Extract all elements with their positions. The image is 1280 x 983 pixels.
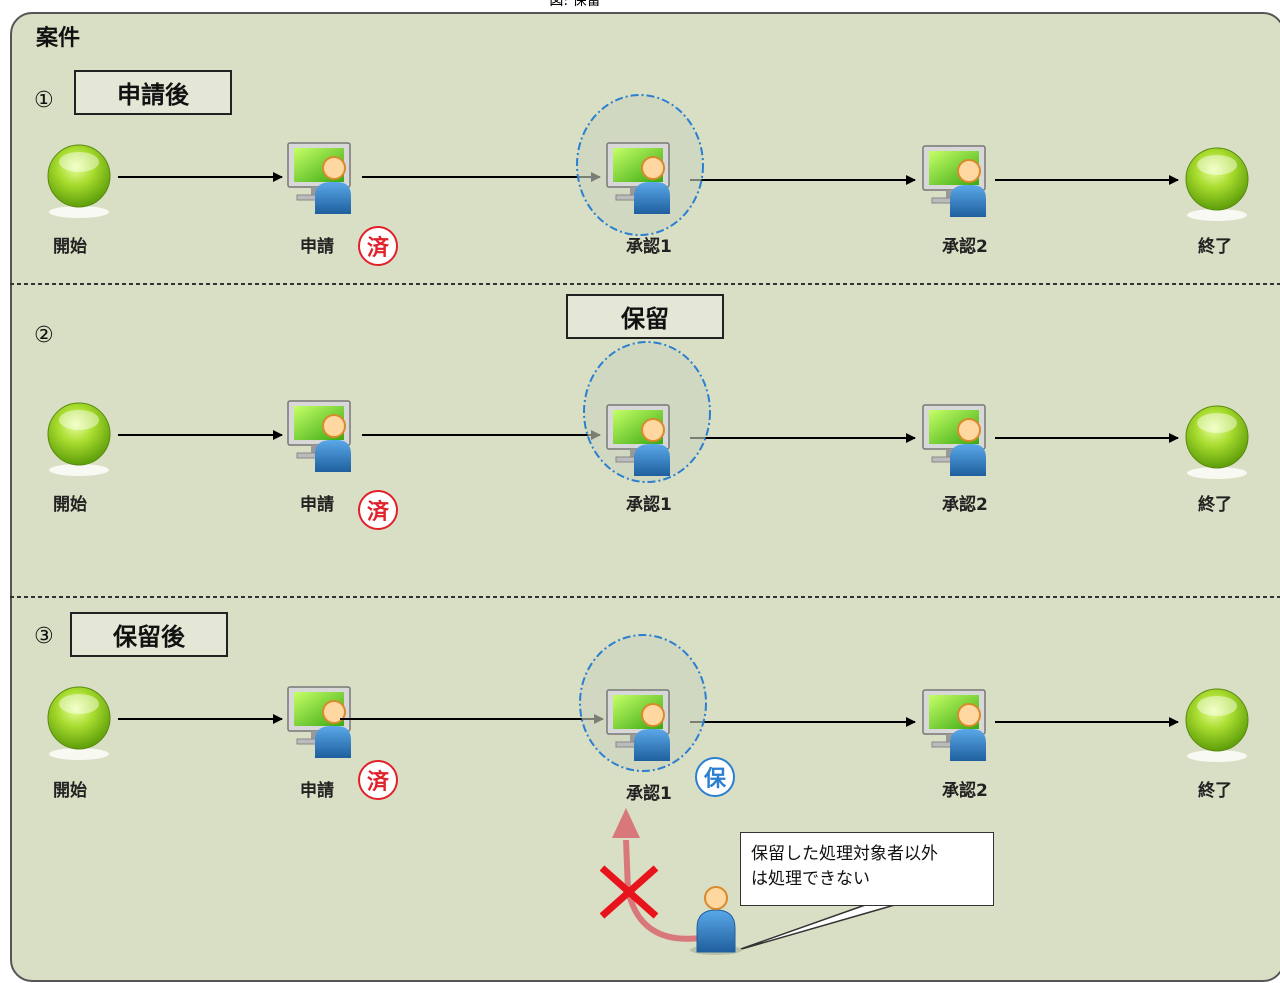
done-stamp: 済 [358, 760, 398, 800]
callout-line-1: 保留した処理対象者以外 [751, 844, 938, 864]
callout-box: 保留した処理対象者以外 は処理できない [740, 832, 994, 906]
step-label-box-1: 申請後 [74, 70, 232, 115]
flow-row-2 [47, 341, 1249, 483]
step-label-box-2: 保留 [566, 294, 724, 339]
end-label: 終了 [1198, 495, 1232, 515]
start-label: 開始 [53, 781, 87, 801]
hold-stamp: 保 [695, 757, 735, 797]
callout-tail [737, 903, 899, 951]
callout-line-2: は処理できない [751, 869, 870, 889]
other-user-icon [690, 886, 742, 955]
step-number-1: ① [34, 88, 54, 113]
end-label: 終了 [1198, 237, 1232, 257]
start-node-icon [47, 402, 111, 477]
apply-station-icon [287, 400, 352, 472]
approve1-label: 承認1 [626, 495, 672, 515]
start-label: 開始 [53, 495, 87, 515]
start-node-icon [47, 144, 111, 219]
panel-title: 案件 [36, 26, 81, 51]
approve2-label: 承認2 [942, 495, 988, 515]
flow-row-1 [47, 94, 1249, 236]
approve1-label: 承認1 [626, 237, 672, 257]
done-stamp: 済 [358, 226, 398, 266]
blocked-arrow-head [612, 808, 640, 838]
figure-caption: 図: 保留 [549, 0, 601, 9]
approve2-label: 承認2 [942, 237, 988, 257]
approve2-station-icon [922, 404, 987, 476]
start-label: 開始 [53, 237, 87, 257]
done-stamp: 済 [358, 490, 398, 530]
approve2-station-icon [922, 689, 987, 761]
approve2-station-icon [922, 145, 987, 217]
blocked-x-icon [599, 865, 659, 919]
step-label-box-3: 保留後 [70, 612, 228, 657]
apply-station-icon [287, 142, 352, 214]
approve1-label: 承認1 [626, 784, 672, 804]
end-label: 終了 [1198, 781, 1232, 801]
start-node-icon [47, 686, 111, 761]
end-node-icon [1185, 405, 1249, 480]
approve2-label: 承認2 [942, 781, 988, 801]
apply-station-icon [287, 686, 352, 758]
step-number-2: ② [34, 323, 54, 348]
step-number-3: ③ [34, 624, 54, 649]
apply-label: 申請 [300, 237, 334, 257]
end-node-icon [1185, 147, 1249, 222]
apply-label: 申請 [300, 495, 334, 515]
end-node-icon [1185, 688, 1249, 763]
flow-row-3 [47, 634, 1249, 772]
apply-label: 申請 [300, 781, 334, 801]
